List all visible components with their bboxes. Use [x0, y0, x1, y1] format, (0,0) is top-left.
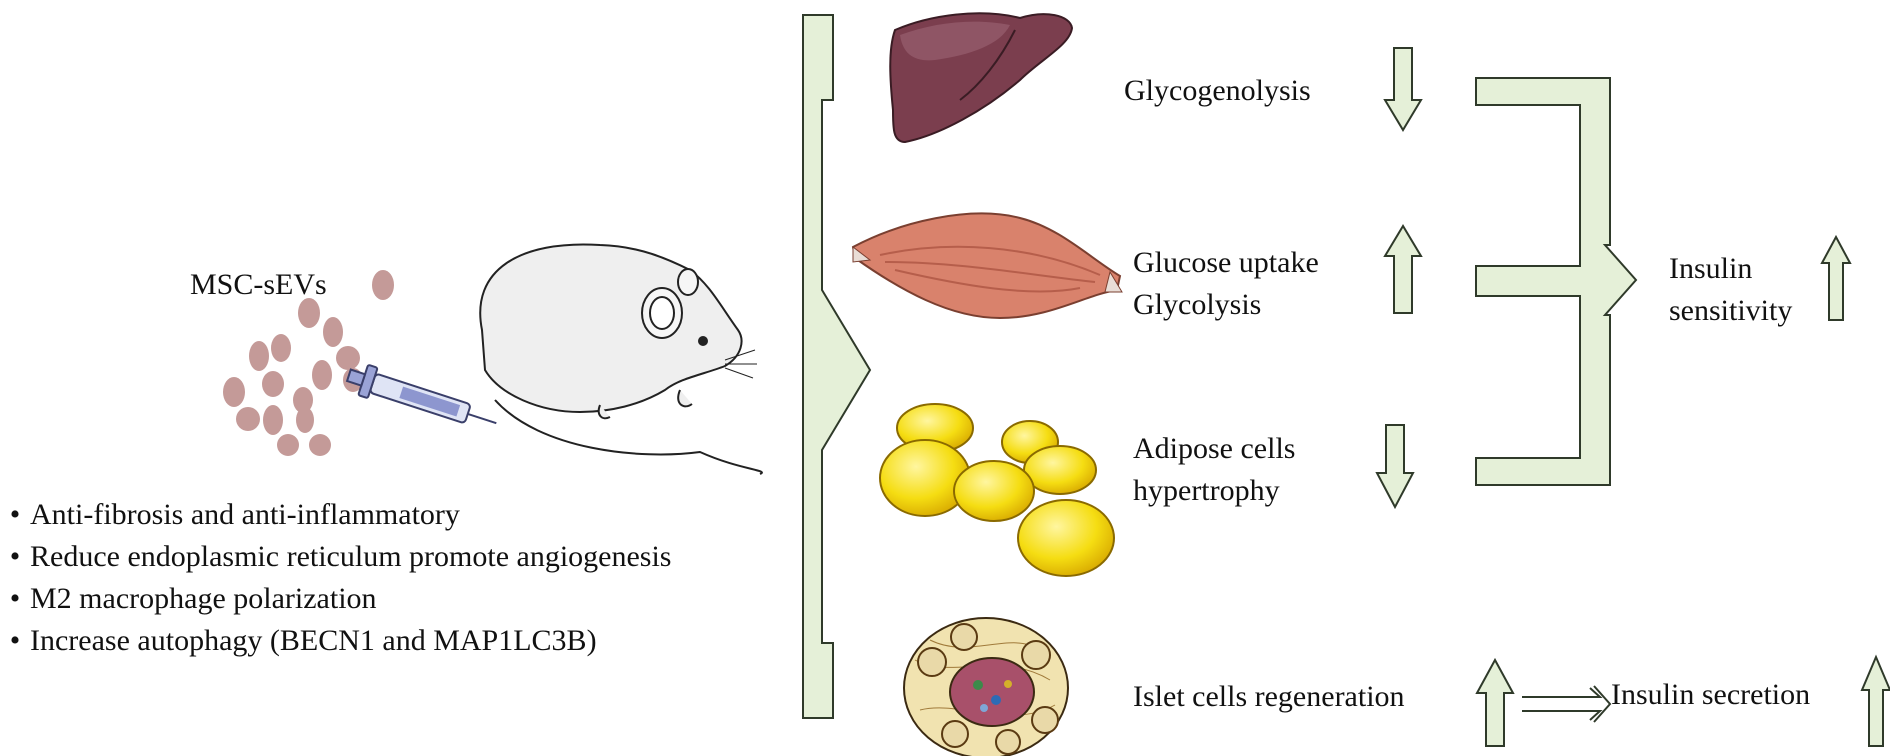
liver-illustration [889, 12, 1074, 144]
muscle-illustration [851, 212, 1123, 320]
bullet-text: Anti-fibrosis and anti-inflammatory [30, 498, 460, 531]
bullet-item: •M2 macrophage polarization [9, 582, 377, 615]
glucose-uptake-line: Glucose uptake [1133, 246, 1319, 279]
bullet-item: •Increase autophagy (BECN1 and MAP1LC3B) [9, 624, 597, 657]
adipose-down-arrow [1375, 424, 1415, 510]
glycogenolysis-down-arrow [1383, 47, 1423, 132]
bullet-item: •Reduce endoplasmic reticulum promote an… [9, 540, 672, 573]
main-arrow-bar [802, 14, 872, 719]
glucose-uptake-label: Glucose uptake Glycolysis [1133, 242, 1319, 326]
bullet-text: Increase autophagy (BECN1 and MAP1LC3B) [30, 624, 597, 657]
insulin-sensitivity-label: Insulin sensitivity [1669, 248, 1792, 332]
bracket-shape [1475, 77, 1638, 486]
insulin-secretion-up-arrow [1860, 654, 1890, 747]
adipose-label: Adipose cells hypertrophy [1133, 428, 1295, 512]
bullet-item: •Anti-fibrosis and anti-inflammatory [9, 498, 460, 531]
insulin-line: Insulin [1669, 252, 1753, 285]
adipose-cells-line: Adipose cells [1133, 432, 1296, 465]
syringe-illustration [345, 364, 497, 425]
insulin-secretion-label: Insulin secretion [1611, 678, 1811, 711]
islet-up-arrow [1475, 657, 1515, 747]
glycogenolysis-label: Glycogenolysis [1124, 74, 1311, 107]
glucose-uptake-up-arrow [1383, 224, 1423, 314]
bullet-text: Reduce endoplasmic reticulum promote ang… [30, 540, 672, 573]
insulin-sensitivity-up-arrow [1820, 234, 1852, 321]
sensitivity-line: sensitivity [1669, 294, 1793, 327]
islet-illustration [903, 617, 1069, 756]
effects-bullet-list: •Anti-fibrosis and anti-inflammatory •Re… [0, 494, 672, 662]
hypertrophy-line: hypertrophy [1133, 474, 1280, 507]
bullet-text: M2 macrophage polarization [30, 582, 377, 615]
msc-sevs-label: MSC-sEVs [190, 268, 327, 301]
glycolysis-line: Glycolysis [1133, 288, 1262, 321]
islet-regeneration-label: Islet cells regeneration [1133, 680, 1405, 713]
adipose-cells-illustration [879, 403, 1115, 577]
islet-to-secretion-arrow [1522, 685, 1612, 723]
mouse-illustration [479, 243, 763, 475]
